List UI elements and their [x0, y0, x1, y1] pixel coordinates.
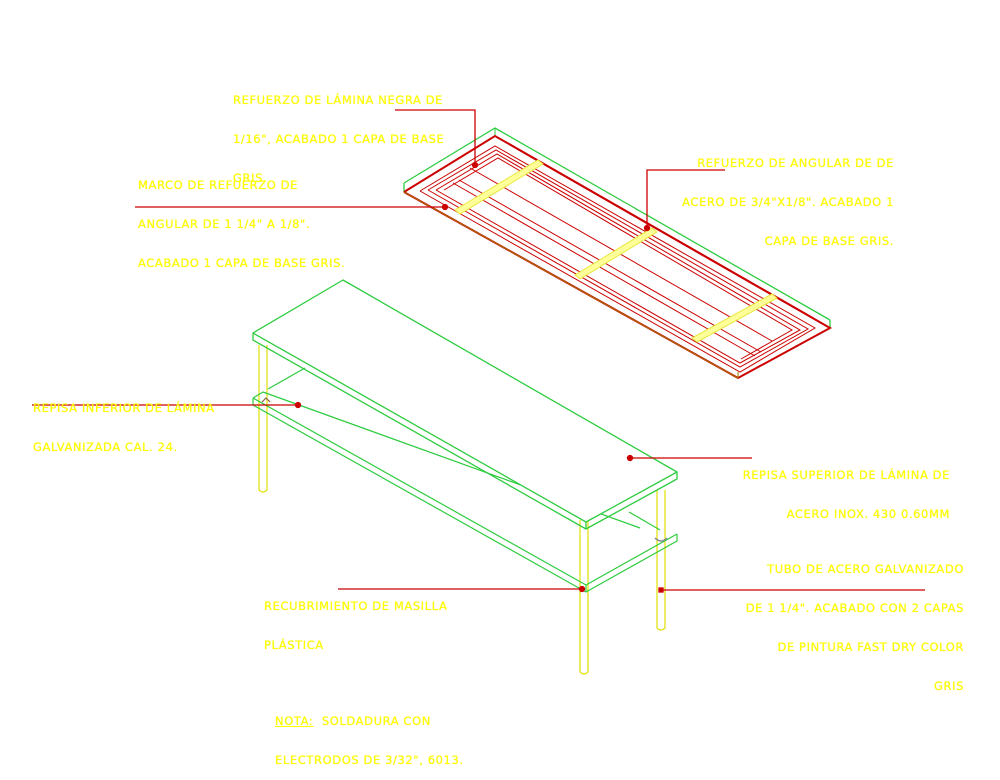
- label-line: REFUERZO DE ANGULAR DE DE: [697, 156, 894, 170]
- top-reinforcement-panel: [403, 127, 833, 380]
- label-line: DE PINTURA FAST DRY COLOR: [777, 640, 964, 654]
- label-line: ELECTRODOS DE 3/32", 6013.: [275, 753, 464, 767]
- leader-lines: [32, 109, 925, 593]
- label-refuerzo-lamina: REFUERZO DE LÁMINA NEGRA DE 1/16", ACABA…: [233, 68, 444, 198]
- label-line: 1/16", ACABADO 1 CAPA DE BASE: [233, 132, 445, 146]
- label-line: ACABADO 1 CAPA DE BASE GRIS.: [138, 256, 346, 270]
- label-tubo-acero: TUBO DE ACERO GALVANIZADO DE 1 1/4". ACA…: [746, 537, 964, 706]
- label-line: MARCO DE REFUERZO DE: [138, 178, 298, 192]
- transverse-strap: [454, 159, 778, 343]
- label-recubrimiento: RECUBRIMIENTO DE MASILLA PLÁSTICA: [264, 574, 448, 665]
- label-line: DE 1 1/4". ACABADO CON 2 CAPAS: [745, 601, 964, 615]
- label-line: RECUBRIMIENTO DE MASILLA: [264, 599, 448, 613]
- label-repisa-superior: REPISA SUPERIOR DE LÁMINA DE ACERO INOX.…: [743, 443, 950, 534]
- label-nota: NOTA: SOLDADURA CON ELECTRODOS DE 3/32",…: [275, 689, 464, 780]
- table-lower-shelf: [252, 367, 678, 593]
- table-top-shelf: [252, 279, 678, 530]
- label-repisa-inferior: REPISA INFERIOR DE LÁMINA GALVANIZADA CA…: [33, 376, 215, 467]
- label-line: GRIS: [934, 679, 964, 693]
- label-line: CAPA DE BASE GRIS.: [764, 234, 894, 248]
- label-line: GRIS.: [233, 171, 268, 185]
- table-legs: [258, 345, 666, 675]
- isometric-drawing: [32, 109, 925, 675]
- label-line: REFUERZO DE LÁMINA NEGRA DE: [233, 93, 444, 107]
- label-line: ACERO DE 3/4"X1/8". ACABADO 1: [682, 195, 894, 209]
- label-line: PLÁSTICA: [264, 638, 324, 652]
- label-line: ACERO INOX. 430 0.60MM: [786, 507, 950, 521]
- table: [252, 279, 678, 675]
- label-line: REPISA INFERIOR DE LÁMINA: [33, 401, 215, 415]
- label-line: ANGULAR DE 1 1/4" A 1/8".: [138, 217, 311, 231]
- label-marco-refuerzo: MARCO DE REFUERZO DE ANGULAR DE 1 1/4" A…: [138, 153, 345, 283]
- nota-title: NOTA:: [275, 714, 314, 728]
- label-line: REPISA SUPERIOR DE LÁMINA DE: [742, 468, 950, 482]
- label-line: NOTA: SOLDADURA CON: [275, 715, 464, 728]
- nota-text: SOLDADURA CON: [313, 714, 431, 728]
- label-refuerzo-angular: REFUERZO DE ANGULAR DE DE ACERO DE 3/4"X…: [682, 131, 894, 261]
- label-line: TUBO DE ACERO GALVANIZADO: [767, 562, 964, 576]
- label-line: GALVANIZADA CAL. 24.: [33, 440, 178, 454]
